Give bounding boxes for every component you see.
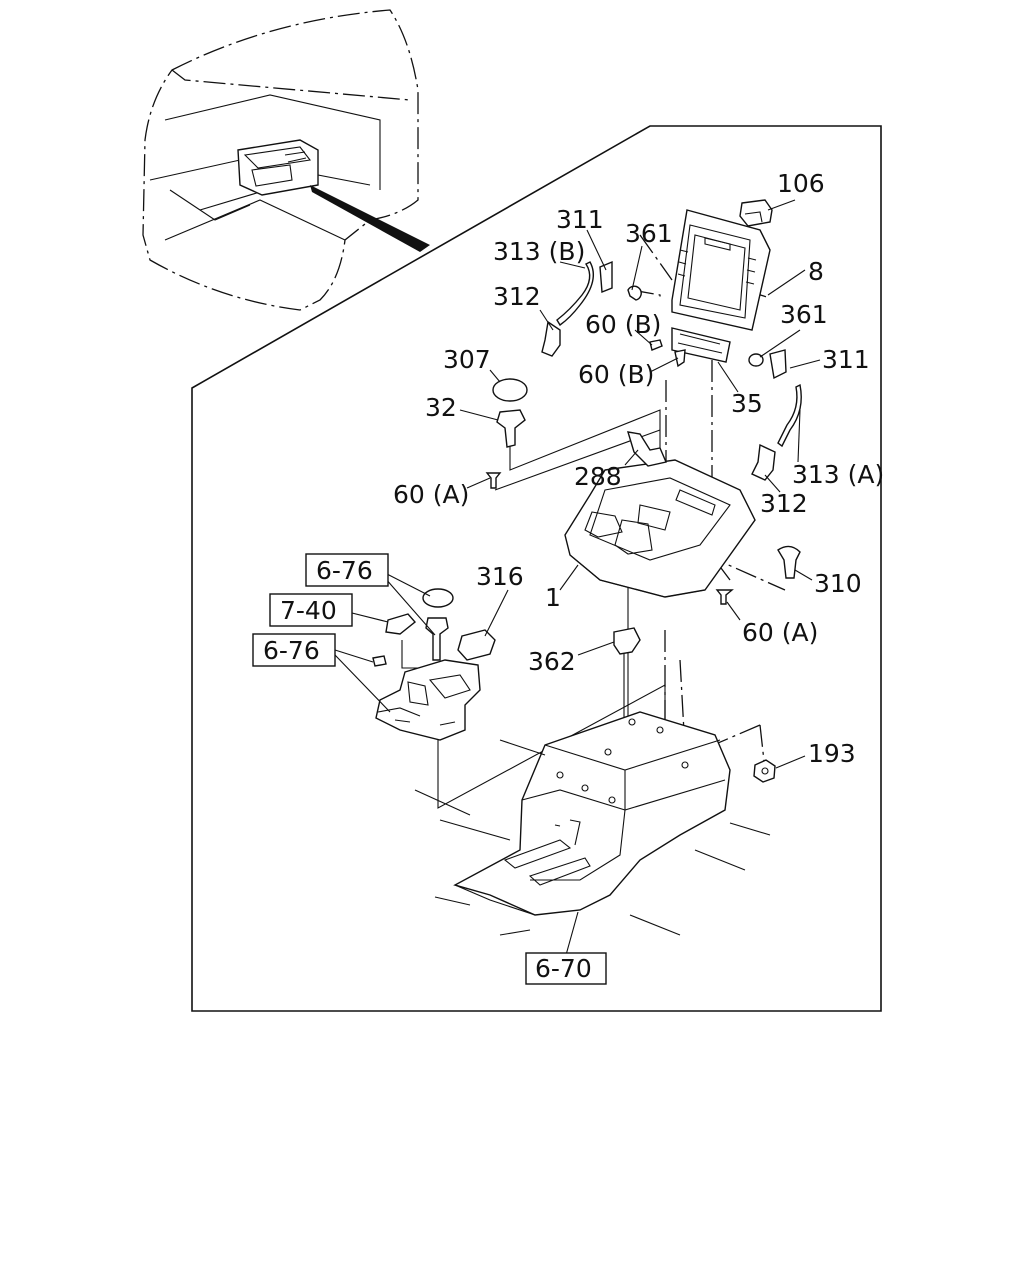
strap-313b: [556, 261, 594, 327]
screw-60a-right: [715, 589, 734, 605]
clip-311-left: [599, 260, 613, 294]
clip-310: [777, 545, 801, 579]
clip-288: [627, 431, 667, 467]
cap-6-76: [422, 588, 454, 608]
bezel-8: [671, 209, 771, 331]
ring-361-left: [627, 285, 642, 301]
callout-362: 362: [528, 647, 576, 676]
callout-311-top: 311: [556, 205, 604, 234]
ref-7-40: 7-40: [280, 596, 337, 625]
callout-106: 106: [777, 169, 825, 198]
callout-313a: 313 (A): [792, 460, 884, 489]
ref-box-6-70: [525, 952, 607, 985]
button-316: [457, 629, 496, 661]
callout-1: 1: [545, 583, 561, 612]
callout-35: 35: [731, 389, 763, 418]
nut-193: [753, 759, 776, 783]
lower-console-box: [375, 659, 481, 741]
clip-311-right: [769, 349, 787, 380]
callout-193: 193: [808, 739, 856, 768]
detail-frame: [191, 125, 882, 1012]
ref-6-76-bottom: 6-76: [263, 636, 320, 665]
callout-leaders: [334, 199, 821, 956]
reference-labels: 6-76 7-40 6-76 6-70: [252, 553, 607, 985]
cap-307: [492, 378, 528, 402]
ref-6-70: 6-70: [535, 954, 592, 983]
callout-311-right: 311: [822, 345, 870, 374]
callout-8: 8: [808, 257, 824, 286]
overhead-console-1: [564, 459, 756, 598]
cab-overview: [142, 9, 430, 311]
callout-361-top: 361: [625, 219, 673, 248]
callout-312-left: 312: [493, 282, 541, 311]
floor-console: [414, 711, 771, 936]
callout-312-right: 312: [760, 489, 808, 518]
callout-60b-lower: 60 (B): [578, 360, 654, 389]
screw-60a-left: [485, 472, 502, 489]
screw-60b-lower: [674, 349, 686, 368]
part-7-40: [385, 613, 417, 635]
callout-307: 307: [443, 345, 491, 374]
callout-labels: 106 311 361 313 (B) 8 312 60 (B) 361 307…: [393, 169, 884, 768]
callout-60b-upper: 60 (B): [585, 310, 661, 339]
small-parts: [372, 199, 802, 783]
ref-box-6-76-bottom: [252, 633, 336, 667]
bracket-35: [671, 327, 731, 363]
callout-316: 316: [476, 562, 524, 591]
ref-6-76-top: 6-76: [316, 556, 373, 585]
callout-361-right: 361: [780, 300, 828, 329]
strap-313a: [777, 383, 802, 448]
bolt-center: [425, 617, 449, 661]
knob-32: [496, 409, 526, 448]
callout-32: 32: [425, 393, 457, 422]
ring-361-right: [748, 353, 764, 367]
callout-288: 288: [574, 462, 622, 491]
callout-60a-left: 60 (A): [393, 480, 469, 509]
callout-60a-right: 60 (A): [742, 618, 818, 647]
callout-310: 310: [814, 569, 862, 598]
bracket-312-right: [751, 443, 776, 481]
ref-box-6-76-top: [305, 553, 389, 587]
tab-6-76: [372, 655, 387, 667]
bracket-312-left: [541, 320, 561, 357]
ref-box-7-40: [269, 593, 353, 627]
screw-60b-upper: [649, 339, 663, 351]
callout-313b: 313 (B): [493, 237, 585, 266]
block-362: [613, 627, 641, 655]
